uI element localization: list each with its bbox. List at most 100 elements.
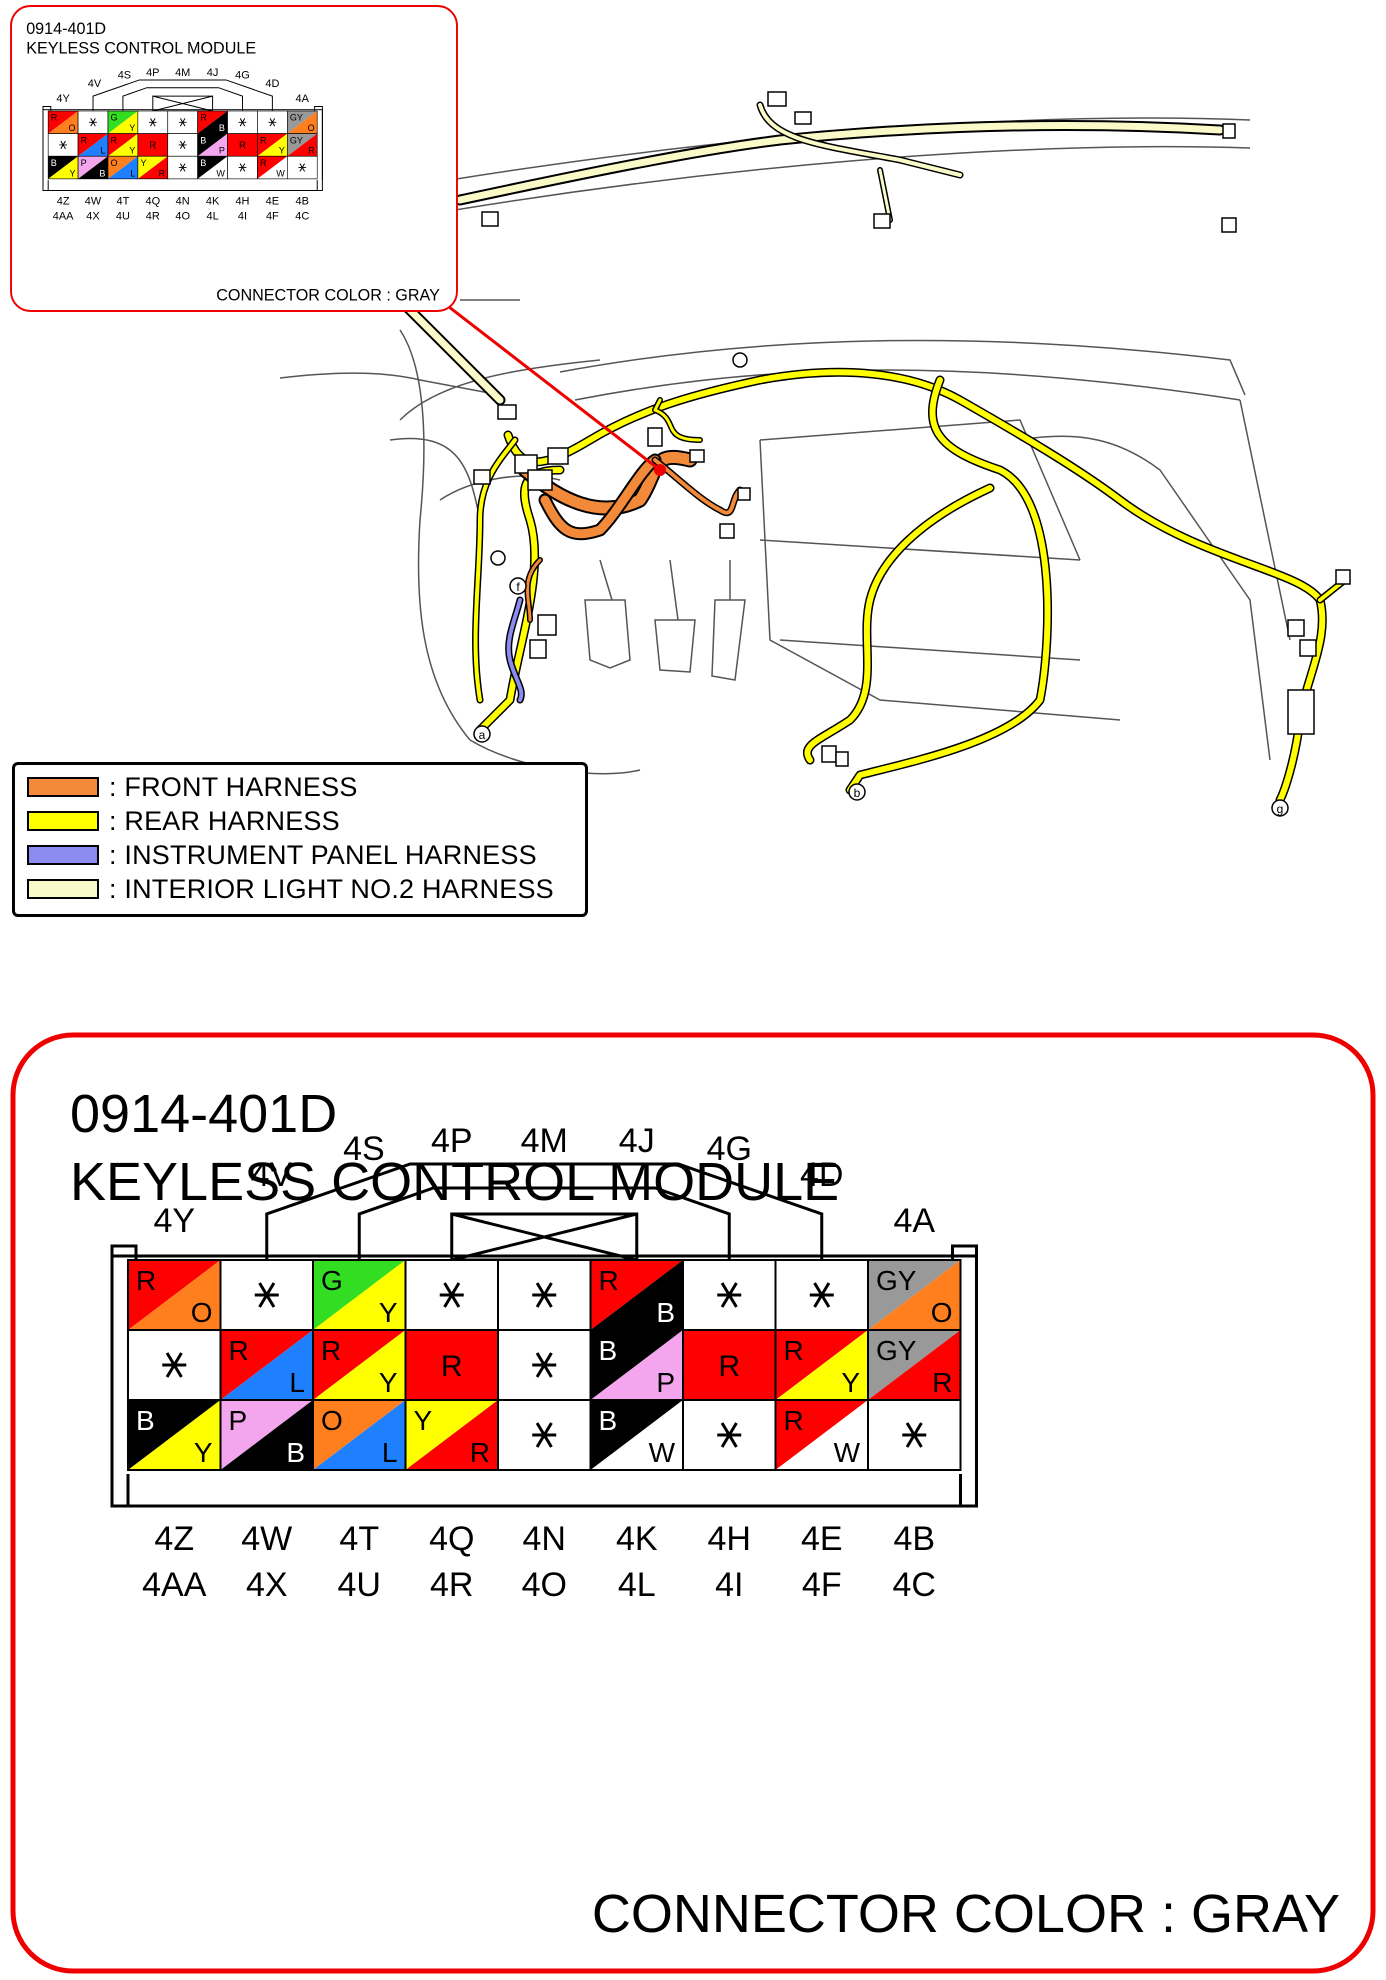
inset-pin-label-top-4g: 4G — [235, 70, 250, 82]
legend-label-interior-light: : INTERIOR LIGHT NO.2 HARNESS — [109, 873, 554, 904]
inset-pin-cell: BW — [197, 155, 228, 180]
wire-color-code: L — [382, 1437, 398, 1468]
inset-pin-label-bottom-4l: 4L — [206, 211, 218, 223]
legend-item-rear-harness: : REAR HARNESS — [27, 806, 340, 836]
pin-label-bottom-4z: 4Z — [154, 1520, 194, 1558]
empty-pin-icon — [809, 1282, 834, 1308]
pin-cell: BY — [127, 1399, 222, 1471]
inset-wire-color-code: Y — [140, 158, 146, 168]
inset-connector-drawing: 0914-401D KEYLESS CONTROL MODULE CONNECT… — [26, 20, 440, 305]
inset-wire-color-code: L — [100, 146, 105, 156]
inset-pin-cell: YR — [137, 155, 169, 180]
inset-wire-color-code: R — [260, 135, 267, 145]
wire-color-code: P — [656, 1367, 675, 1398]
empty-pin-icon — [162, 1352, 187, 1378]
inset-pin-label-bottom-4o: 4O — [175, 211, 190, 223]
inset-wire-color-code: L — [130, 168, 135, 178]
dashboard-harness-diagram: a b f g — [279, 91, 1351, 817]
pin-cell: RB — [589, 1259, 684, 1331]
inset-pin-label-top-4p: 4P — [146, 67, 159, 79]
pin-label-bottom-4b: 4B — [893, 1520, 935, 1558]
wire-color-code: Y — [194, 1437, 213, 1468]
dash-connectors — [473, 404, 1351, 767]
pin-label-bottom-4q: 4Q — [429, 1520, 474, 1558]
pin-label-bottom-4i: 4I — [715, 1566, 743, 1604]
inset-pin-cell: R — [227, 133, 258, 157]
pin-cell: RL — [219, 1329, 314, 1401]
front-harness — [517, 449, 744, 623]
ground-point-a: a — [473, 725, 491, 743]
inset-pin-cell — [167, 133, 198, 157]
inset-wire-color-code: R — [51, 113, 58, 123]
legend-item-instrument-panel-harness: : INSTRUMENT PANEL HARNESS — [27, 840, 537, 870]
inset-pin-label-top-4m: 4M — [175, 67, 190, 79]
inset-wire-color-code: GY — [290, 113, 303, 123]
inset-wire-color-code: B — [200, 158, 206, 168]
wire-color-code: O — [931, 1297, 953, 1328]
inset-pin-cell: BP — [197, 133, 228, 157]
wire-color-code: R — [229, 1335, 249, 1366]
inset-wire-color-code: Y — [279, 146, 285, 156]
legend-swatch-interior-light — [27, 879, 99, 899]
pin-cell: BP — [589, 1329, 684, 1401]
inset-pin-label-bottom-4c: 4C — [295, 211, 309, 223]
inset-pin-cell: PB — [77, 155, 109, 180]
wire-color-code: W — [649, 1437, 676, 1468]
inset-pin-label-bottom-4q: 4Q — [145, 196, 160, 208]
wire-color-code: Y — [379, 1367, 398, 1398]
pin-cell: GY O — [867, 1259, 962, 1331]
inset-connector-housing — [42, 79, 323, 191]
connector-drawing: 0914-401D KEYLESS CONTROL MODULE CONNECT… — [70, 1084, 1340, 1944]
pin-cell — [219, 1259, 314, 1331]
inset-wire-color-code: R — [260, 158, 267, 168]
legend-swatch-front — [27, 777, 99, 797]
inset-empty-pin-icon — [178, 118, 187, 127]
inset-wire-color-code: P — [81, 158, 87, 168]
ground-points: a b f g — [473, 352, 1289, 817]
inset-pin-label-top-4j: 4J — [207, 67, 219, 79]
pin-cell — [497, 1399, 592, 1471]
pin-cell: PB — [219, 1399, 314, 1471]
empty-pin-icon — [532, 1422, 557, 1448]
empty-pin-icon — [717, 1282, 742, 1308]
rear-harness — [472, 367, 1349, 805]
wire-color-code: GY — [876, 1265, 917, 1296]
connector-inset-small: 0914-401D KEYLESS CONTROL MODULE CONNECT… — [10, 5, 458, 312]
inset-pin-cell: RY — [257, 133, 288, 157]
connector-housing — [110, 1162, 978, 1508]
inset-pin-label-top-4y: 4Y — [56, 93, 70, 105]
inset-empty-pin-icon — [89, 118, 97, 127]
wire-color-code: GY — [876, 1335, 917, 1366]
inset-wire-color-code: R — [149, 140, 156, 151]
inset-pin-label-bottom-4e: 4E — [266, 196, 279, 208]
pin-cell: OL — [312, 1399, 407, 1471]
wire-color-code: O — [191, 1297, 213, 1328]
pin-cell: RY — [312, 1329, 407, 1401]
pin-label-bottom-4r: 4R — [430, 1566, 473, 1604]
pin-label-bottom-4w: 4W — [241, 1520, 292, 1558]
wire-color-code: B — [599, 1405, 618, 1436]
pin-cell — [774, 1259, 869, 1331]
inset-pin-label-bottom-4w: 4W — [85, 196, 102, 208]
inset-wire-color-code: R — [239, 140, 246, 151]
wire-color-code: O — [321, 1405, 343, 1436]
pin-cell — [682, 1399, 777, 1471]
inset-empty-pin-icon — [238, 118, 247, 127]
pin-cell: YR — [404, 1399, 499, 1471]
inset-pin-cell: OL — [107, 155, 139, 180]
pin-cell — [682, 1259, 777, 1331]
inset-empty-pin-icon — [178, 140, 187, 150]
inset-empty-pin-icon — [178, 163, 187, 172]
inset-connector-color: CONNECTOR COLOR : GRAY — [216, 287, 440, 305]
inset-empty-pin-icon — [59, 140, 68, 150]
module-name: KEYLESS CONTROL MODULE — [70, 1152, 839, 1212]
instrument-panel-harness — [505, 596, 525, 704]
empty-pin-icon — [902, 1422, 927, 1448]
wire-color-code: B — [136, 1405, 155, 1436]
wire-color-code: R — [784, 1335, 804, 1366]
pin-cell: GYR — [867, 1329, 962, 1401]
empty-pin-icon — [532, 1352, 557, 1378]
pin-label-bottom-4e: 4E — [801, 1520, 843, 1558]
ground-point-top — [732, 352, 748, 368]
pin-label-bottom-4t: 4T — [339, 1520, 379, 1558]
